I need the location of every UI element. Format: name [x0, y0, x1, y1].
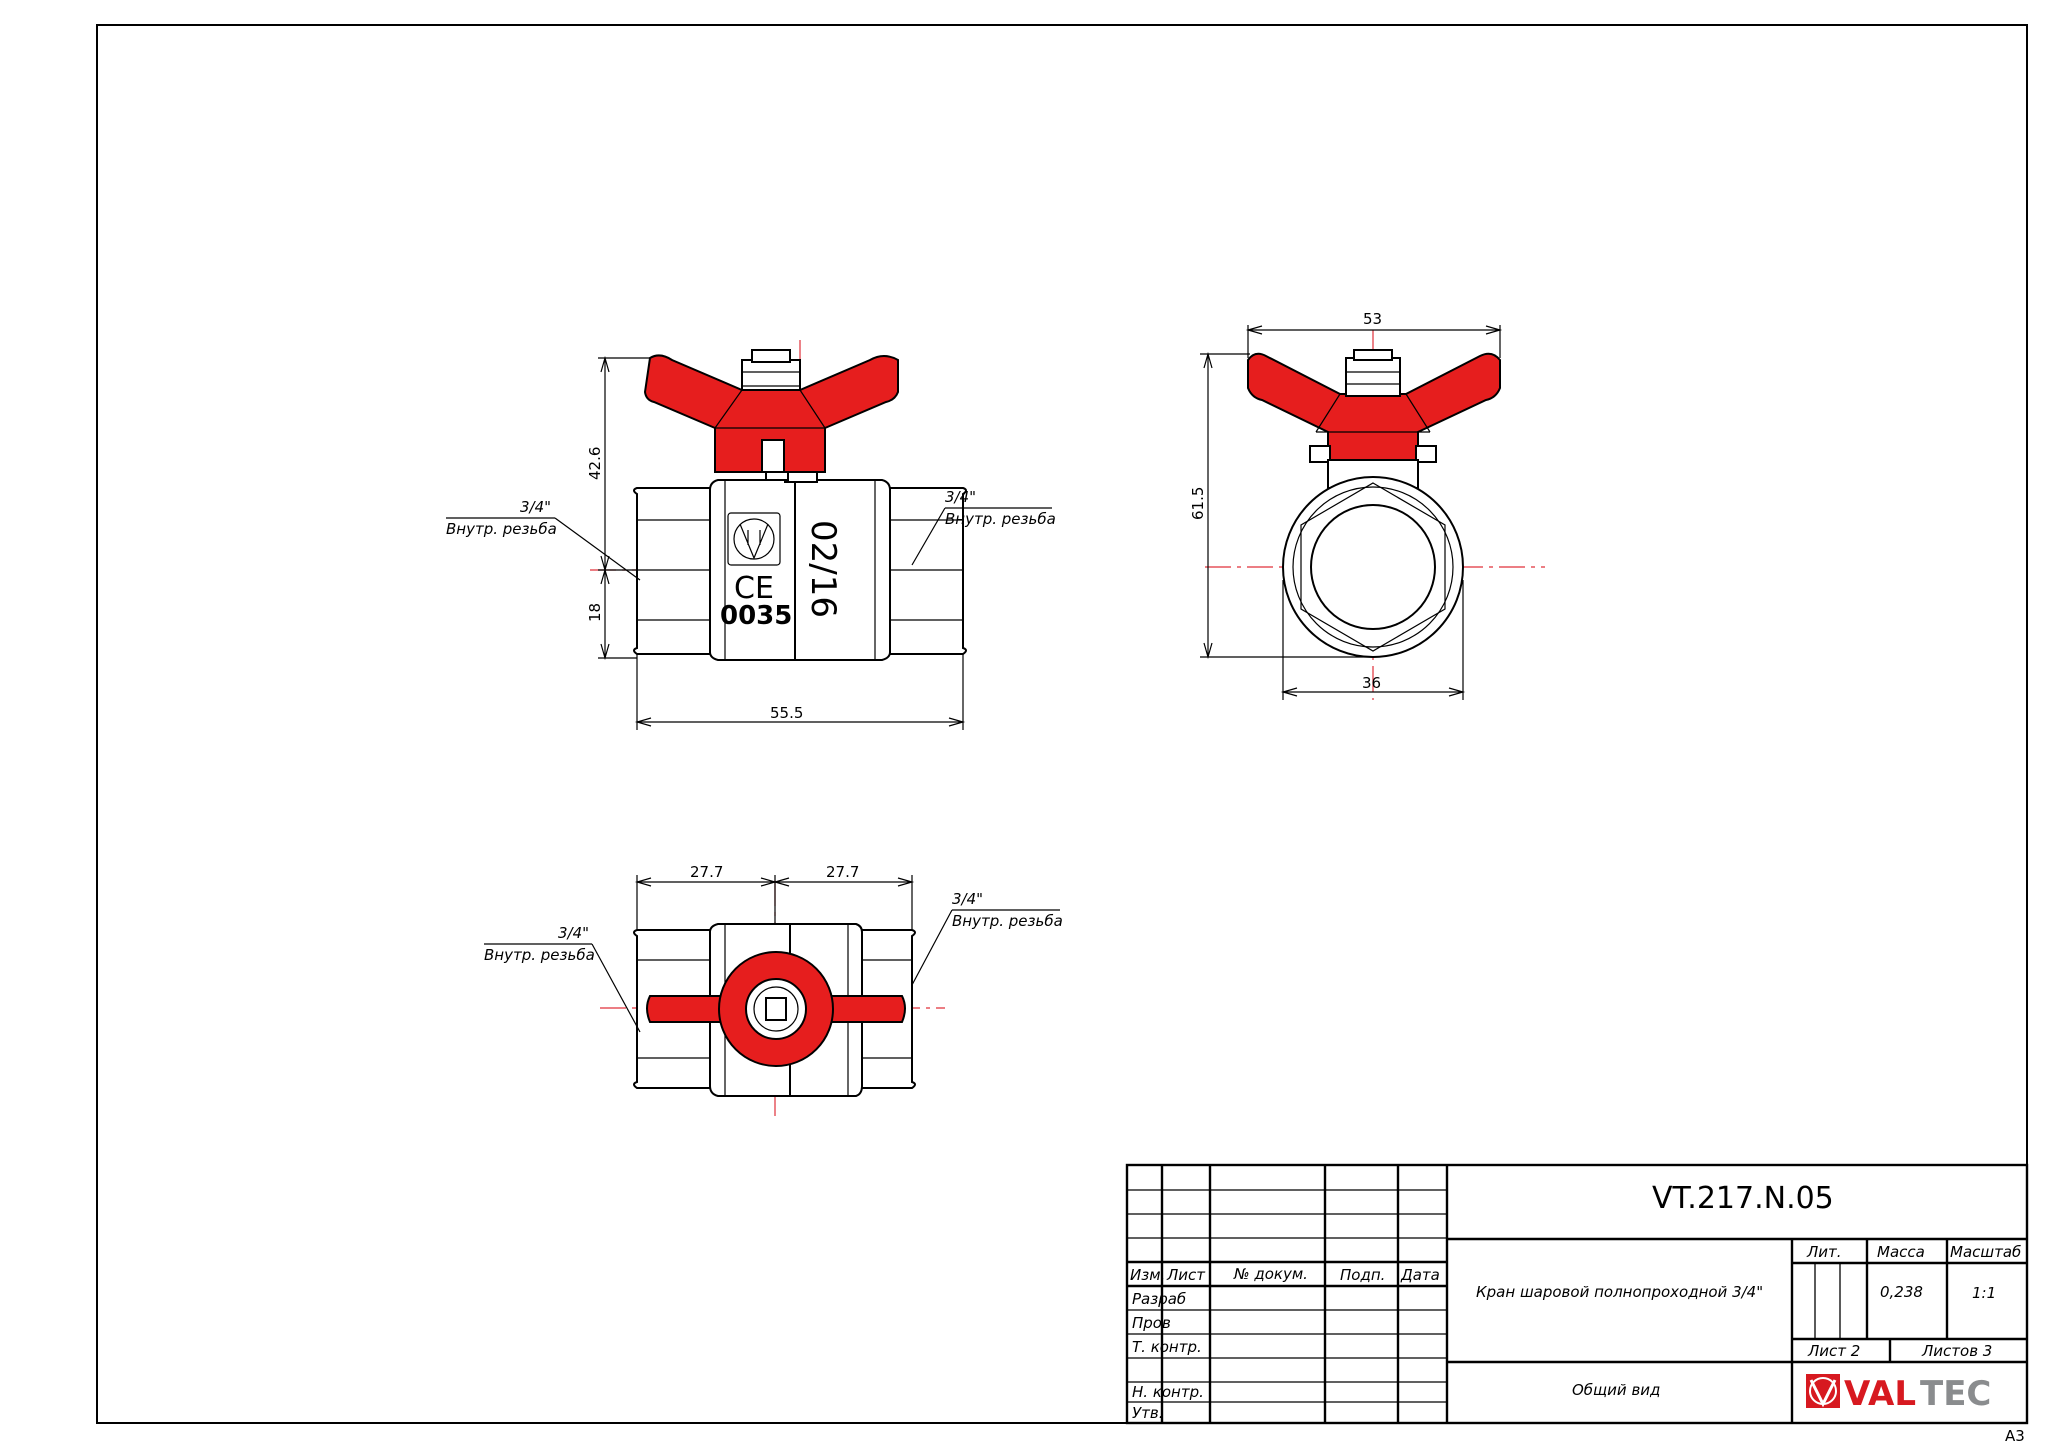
dim-half-left: 27.7: [690, 863, 723, 881]
tb-view: Общий вид: [1572, 1381, 1660, 1399]
dim-front-height: 42.6: [586, 447, 604, 480]
thread-right-note: Внутр. резьба: [945, 510, 1056, 528]
tb-role-tkontr: Т. контр.: [1132, 1338, 1202, 1356]
tb-mass-label: Масса: [1877, 1243, 1925, 1261]
tb-code: VT.217.N.05: [1652, 1181, 1834, 1216]
body-mark-ce: CE: [734, 571, 774, 606]
thread-top-right-size: 3/4": [952, 890, 983, 908]
tb-header-list: Лист: [1166, 1266, 1206, 1284]
tb-role-nkontr: Н. контр.: [1132, 1383, 1204, 1401]
thread-left-note: Внутр. резьба: [446, 520, 557, 538]
tb-mass: 0,238: [1880, 1283, 1923, 1301]
front-view: CE 0035 02/16 42.6 18 55.5 3/4" Внутр. р…: [446, 340, 1056, 730]
title-block: Изм. Лист № докум. Подп. Дата Разраб Про…: [1125, 1163, 2029, 1425]
tb-scale-label: Масштаб: [1950, 1243, 2021, 1261]
dim-handle-width: 53: [1363, 310, 1382, 328]
tb-sheets: Листов 3: [1921, 1342, 1992, 1360]
svg-text:VAL: VAL: [1844, 1374, 1916, 1414]
tb-name: Кран шаровой полнопроходной 3/4": [1476, 1283, 1763, 1301]
thread-top-left-note: Внутр. резьба: [484, 946, 595, 964]
valtec-logo: VAL TEC: [1806, 1374, 1991, 1414]
thread-top-right-note: Внутр. резьба: [952, 912, 1063, 930]
tb-role-prov: Пров: [1132, 1314, 1171, 1332]
dim-half-right: 27.7: [826, 863, 859, 881]
dim-front-width: 55.5: [770, 704, 803, 722]
tb-role-utv: Утв.: [1132, 1404, 1164, 1422]
tb-scale: 1:1: [1972, 1284, 1996, 1302]
body-mark-date: 02/16: [803, 520, 843, 618]
tb-header-izm: Изм.: [1130, 1266, 1165, 1284]
tb-header-doc: № докум.: [1233, 1265, 1308, 1283]
side-view: 53 61.5 36: [1189, 310, 1545, 700]
thread-top-left-size: 3/4": [558, 924, 589, 942]
top-view: 27.7 27.7 3/4" Внутр. резьба 3/4" Внутр.…: [484, 863, 1063, 1120]
thread-left-size: 3/4": [520, 498, 551, 516]
sheet-frame: [96, 24, 2028, 1424]
tb-sheet: Лист 2: [1807, 1342, 1860, 1360]
tb-lit-label: Лит.: [1806, 1243, 1842, 1261]
thread-right-size: 3/4": [945, 488, 976, 506]
body-mark-number: 0035: [720, 601, 792, 631]
dim-front-lower: 18: [586, 603, 604, 622]
format-label: A3: [2005, 1427, 2025, 1445]
tb-header-date: Дата: [1400, 1266, 1440, 1284]
svg-text:TEC: TEC: [1920, 1374, 1991, 1414]
tb-header-sign: Подп.: [1340, 1266, 1385, 1284]
tb-role-razrab: Разраб: [1132, 1290, 1186, 1308]
dim-side-height: 61.5: [1189, 487, 1207, 520]
dim-hex-width: 36: [1362, 674, 1381, 692]
